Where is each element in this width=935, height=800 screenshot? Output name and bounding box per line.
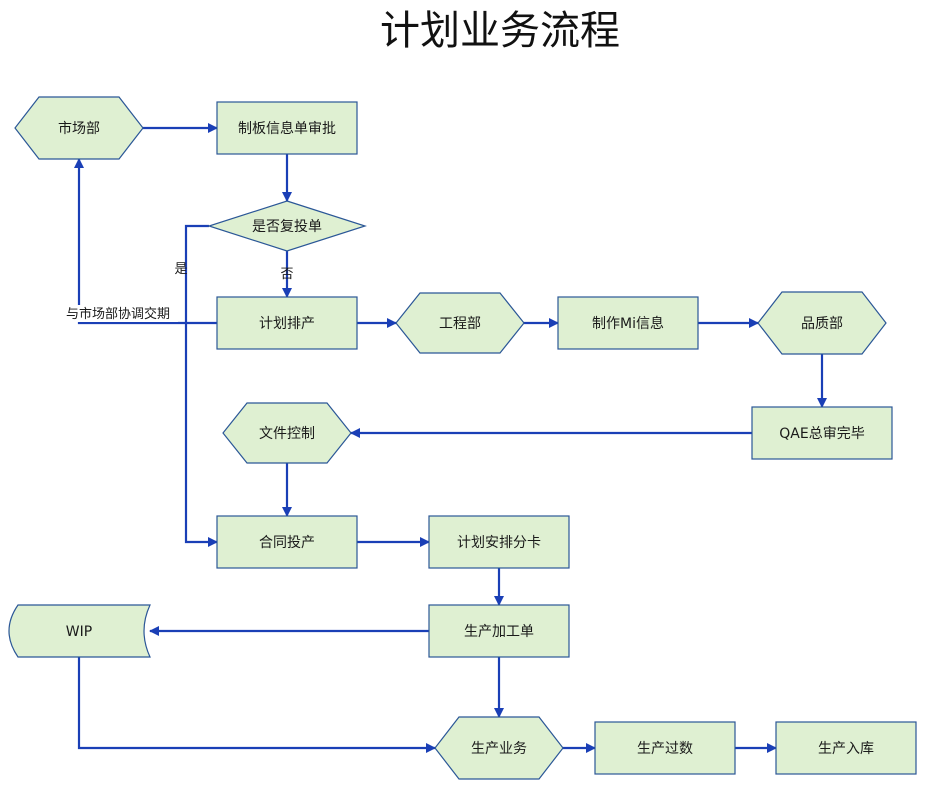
node-label: 生产加工单	[464, 624, 534, 640]
node-plate-approval: 制板信息单审批	[216, 101, 358, 155]
node-label: QAE总审完毕	[779, 426, 864, 442]
node-work-order: 生产加工单	[428, 604, 570, 658]
node-shape	[428, 604, 570, 658]
node-label: WIP	[66, 624, 92, 640]
node-shape	[216, 296, 358, 350]
node-shape	[751, 406, 893, 460]
edge-label: 是	[174, 262, 187, 277]
node-wip: WIP	[8, 604, 151, 658]
node-shape	[775, 721, 917, 775]
node-shape	[757, 291, 887, 355]
node-marketing: 市场部	[14, 96, 144, 160]
node-repeat-order: 是否复投单	[207, 200, 367, 252]
diagram-title: 计划业务流程	[380, 8, 620, 54]
node-shape	[395, 292, 525, 354]
node-label: 计划排产	[259, 316, 315, 332]
node-label: 是否复投单	[252, 218, 322, 235]
node-label: 制板信息单审批	[238, 120, 336, 137]
node-shape	[557, 296, 699, 350]
edge-repeat-order-to-contract	[184, 224, 218, 547]
node-shape	[207, 200, 367, 252]
node-shape	[434, 716, 564, 780]
edge-wip-to-production	[77, 657, 436, 753]
node-production: 生产业务	[434, 716, 564, 780]
node-label: 合同投产	[259, 535, 315, 551]
node-shape	[8, 604, 151, 658]
node-label: 生产业务	[471, 741, 527, 757]
node-mi-info: 制作Mi信息	[557, 296, 699, 350]
node-doc-control: 文件控制	[222, 402, 352, 464]
edge-schedule-to-marketing	[74, 158, 217, 325]
node-quality: 品质部	[757, 291, 887, 355]
node-label: 计划安排分卡	[457, 535, 541, 551]
edges-layer	[74, 123, 827, 753]
node-shape	[216, 101, 358, 155]
edge-label: 否	[280, 267, 293, 282]
node-label: 品质部	[801, 316, 843, 332]
node-pass-count: 生产过数	[594, 721, 736, 775]
node-label: 生产过数	[637, 741, 693, 757]
edge-label-background	[58, 305, 178, 322]
node-label: 工程部	[439, 316, 481, 332]
node-label: 市场部	[58, 120, 100, 137]
node-shape	[14, 96, 144, 160]
node-engineering: 工程部	[395, 292, 525, 354]
node-schedule: 计划排产	[216, 296, 358, 350]
node-qae: QAE总审完毕	[751, 406, 893, 460]
edge-label: 与市场部协调交期	[66, 306, 170, 322]
node-shape	[428, 515, 570, 569]
node-shape	[216, 515, 358, 569]
node-shape	[594, 721, 736, 775]
node-label: 文件控制	[259, 426, 315, 442]
node-warehouse: 生产入库	[775, 721, 917, 775]
node-label: 制作Mi信息	[592, 315, 664, 332]
node-shape	[222, 402, 352, 464]
node-contract: 合同投产	[216, 515, 358, 569]
node-label: 生产入库	[818, 741, 874, 757]
node-card-plan: 计划安排分卡	[428, 515, 570, 569]
